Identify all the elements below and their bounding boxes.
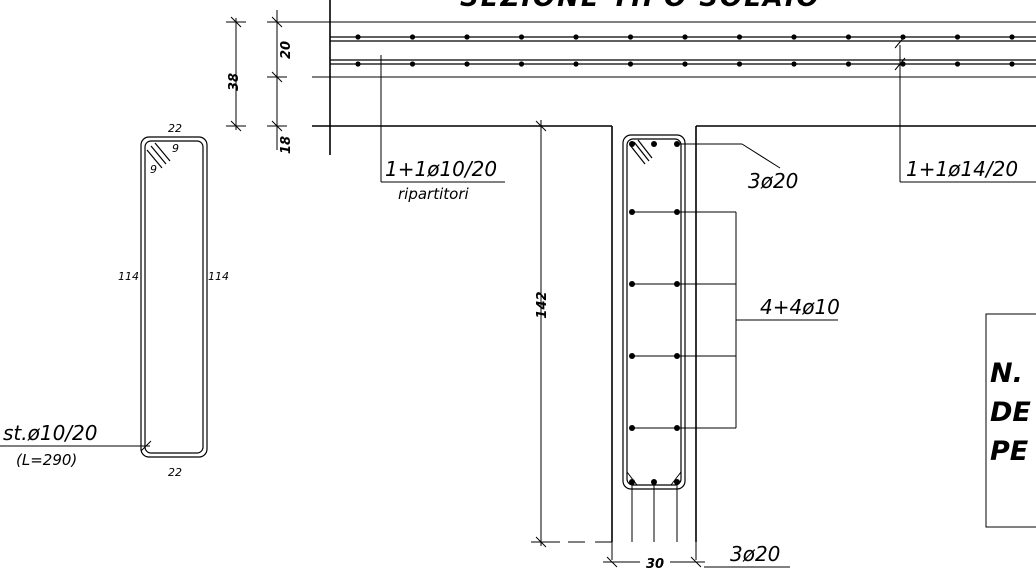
- slab: [312, 0, 1036, 155]
- slab-dimension-chain: [226, 10, 330, 150]
- note-box: [985, 313, 1036, 528]
- slab-rebar-dot: [627, 34, 634, 40]
- slab-rebar-dot: [464, 34, 470, 40]
- slab-rebar-dot: [845, 34, 852, 40]
- beam-rebar-dot: [651, 141, 657, 147]
- stirrup-hook-b: 9: [150, 163, 157, 176]
- dim-slab-bottom: 18: [279, 136, 294, 154]
- beam: [611, 126, 697, 560]
- slab-rebar-dot: [845, 61, 852, 67]
- distribution-bars-callout: [380, 55, 505, 183]
- side-bars-callout: [630, 211, 838, 429]
- slab-rebar-dot: [573, 34, 579, 40]
- main-bars-label: 1+1ø14/20: [906, 157, 1018, 181]
- stirrup-label: st.ø10/20: [3, 421, 98, 445]
- stirrup-dim-left: 114: [118, 270, 139, 283]
- slab-rebar-dot: [900, 34, 906, 40]
- slab-rebar-dot: [1009, 34, 1015, 40]
- stirrup-dim-top: 22: [168, 122, 182, 135]
- note-line-3: PE: [990, 436, 1029, 467]
- slab-rebar-dot: [573, 61, 579, 67]
- slab-rebar-dot: [627, 61, 634, 67]
- bottom-bars-label: 3ø20: [730, 542, 780, 566]
- stirrup-hook-a: 9: [172, 142, 179, 155]
- slab-rebar-dot: [682, 61, 688, 67]
- drawing-title: SEZIONE TIPO SOLAIO: [460, 0, 821, 13]
- dim-slab-total: 38: [227, 73, 242, 91]
- slab-rebar-dot: [736, 61, 743, 67]
- dim-beam-height: 142: [535, 291, 550, 318]
- distribution-bars-label: 1+1ø10/20: [385, 157, 497, 181]
- slab-rebar-dot: [518, 61, 525, 67]
- slab-rebar-dot: [682, 34, 688, 40]
- slab-rebar-dot: [518, 34, 525, 40]
- dim-slab-top: 20: [279, 41, 294, 59]
- dim-beam-width: 30: [646, 557, 664, 572]
- top-bars-callout: [678, 143, 781, 169]
- slab-rebar-dot: [791, 61, 797, 67]
- note-line-2: DE: [990, 397, 1031, 428]
- beam-rebar-dot: [674, 141, 680, 147]
- beam-rebar-dot: [629, 141, 635, 147]
- slab-rebar-dot: [409, 34, 416, 40]
- distribution-bars-caption: ripartitori: [398, 185, 469, 203]
- note-line-1: N.: [990, 358, 1023, 389]
- slab-rebar-dots: [355, 34, 1015, 67]
- slab-rebar-dot: [1009, 61, 1015, 67]
- slab-rebar-dot: [409, 61, 416, 67]
- beam-rebar-dots: [629, 141, 680, 485]
- slab-rebar-dot: [954, 34, 961, 40]
- top-bars-label: 3ø20: [748, 169, 798, 193]
- stirrup-length: (L=290): [16, 451, 77, 469]
- stirrup-dim-right: 114: [208, 270, 229, 283]
- beam-rebar-dot: [651, 479, 657, 485]
- slab-rebar-dot: [791, 34, 797, 40]
- beam-rebar-dot: [629, 479, 635, 485]
- beam-rebar-dot: [674, 479, 680, 485]
- slab-rebar-dot: [736, 34, 743, 40]
- beam-height-dimension: [531, 120, 612, 548]
- slab-rebar-dot: [355, 34, 361, 40]
- main-bars-callout: [894, 35, 1036, 183]
- stirrup-dim-bottom: 22: [168, 466, 182, 479]
- slab-rebar-dot: [464, 61, 470, 67]
- slab-rebar-dot: [954, 61, 961, 67]
- side-bars-label: 4+4ø10: [760, 295, 840, 319]
- stirrup-detail: [0, 136, 208, 458]
- slab-rebar-dot: [355, 61, 361, 67]
